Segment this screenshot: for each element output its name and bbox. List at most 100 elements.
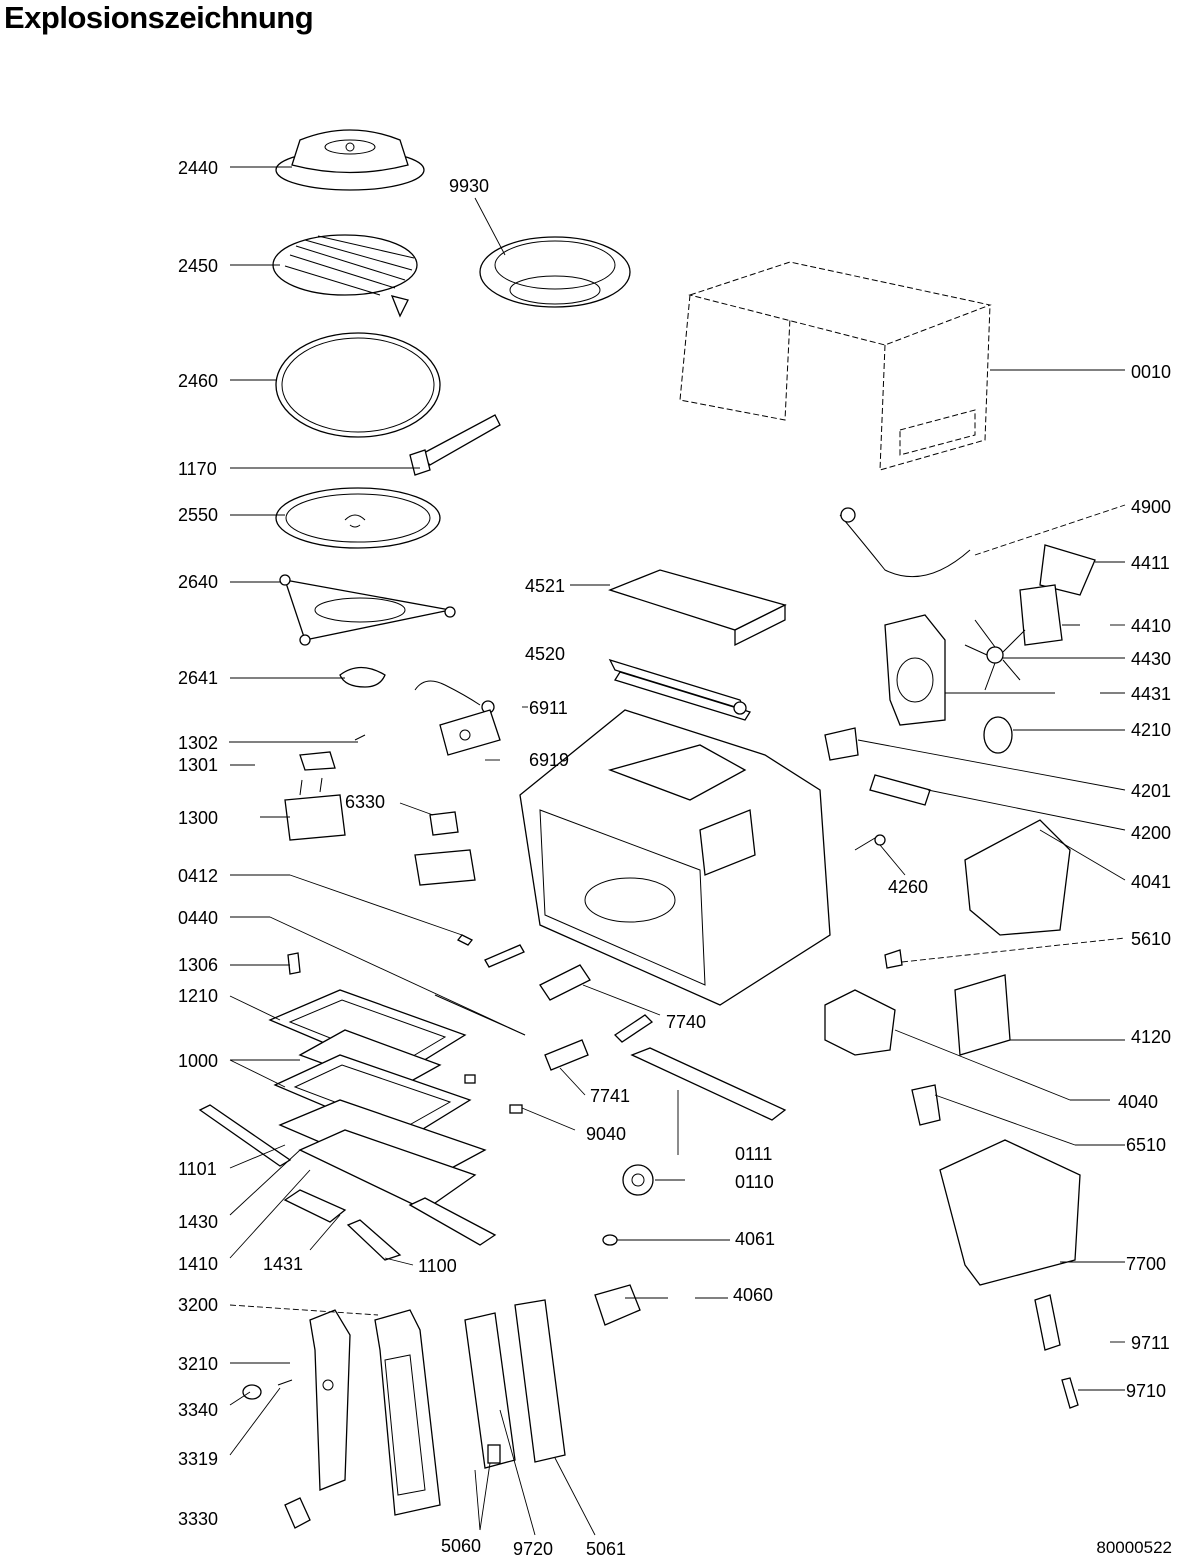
- label-9040: 9040: [586, 1124, 626, 1144]
- label-1210: 1210: [178, 986, 218, 1006]
- label-4411: 4411: [1131, 553, 1170, 573]
- label-0111: 0111: [735, 1144, 772, 1164]
- part-2641-coupler: [339, 666, 386, 688]
- part-9720-pcb: [464, 1312, 516, 1469]
- part-5061-pcb: [514, 1299, 566, 1463]
- part-1430-door-outer: [278, 1099, 487, 1211]
- part-4410-motor: [1019, 584, 1063, 646]
- label-4061: 4061: [735, 1229, 775, 1249]
- part-4040-magnetron: [824, 989, 896, 1056]
- label-0440: 0440: [178, 908, 218, 928]
- part-7740-shield: [539, 964, 654, 1043]
- label-6510: 6510: [1126, 1135, 1166, 1155]
- label-0010: 0010: [1131, 362, 1171, 382]
- label-5610: 5610: [1131, 929, 1171, 949]
- part-1306-hook: [287, 952, 301, 975]
- label-0110: 0110: [735, 1172, 774, 1192]
- label-2450: 2450: [178, 256, 218, 276]
- part-4201-clip: [824, 727, 859, 761]
- part-6911-cable: [414, 680, 495, 714]
- label-7700: 7700: [1126, 1254, 1166, 1274]
- label-4041: 4041: [1131, 872, 1171, 892]
- part-6919-bracket: [439, 709, 501, 756]
- part-1170-handle: [409, 414, 501, 476]
- label-6919: 6919: [529, 750, 569, 770]
- label-4900: 4900: [1131, 497, 1171, 517]
- label-1306: 1306: [178, 955, 218, 975]
- label-1101: 1101: [178, 1159, 217, 1179]
- label-6911: 6911: [529, 698, 568, 718]
- part-3319-screw: [277, 1379, 293, 1386]
- label-1410: 1410: [178, 1254, 218, 1274]
- part-1101-strip: [198, 1104, 292, 1167]
- label-1000: 1000: [178, 1051, 218, 1071]
- part-3200-front-panel: [374, 1309, 441, 1516]
- label-3210: 3210: [178, 1354, 218, 1374]
- part-0412-rod: [456, 934, 525, 968]
- part-2450-grill-rack: [272, 234, 418, 318]
- part-4431-duct: [884, 614, 946, 726]
- part-cavity: [519, 709, 831, 1006]
- part-2440-cover: [275, 129, 425, 191]
- part-2460-ring: [275, 332, 441, 438]
- page-title: Explosionszeichnung: [4, 0, 314, 35]
- leader-lines: [229, 166, 1126, 1536]
- label-6330: 6330: [345, 792, 385, 812]
- label-2640: 2640: [178, 572, 218, 592]
- label-1100: 1100: [418, 1256, 457, 1276]
- label-1430: 1430: [178, 1212, 218, 1232]
- part-4120-transformer: [954, 974, 1011, 1056]
- label-9720: 9720: [513, 1539, 553, 1559]
- part-1301-switch: [299, 751, 336, 771]
- label-9711: 9711: [1131, 1333, 1170, 1353]
- part-1300-switch-holder: [284, 777, 346, 841]
- label-4201: 4201: [1131, 781, 1171, 801]
- part-4210-capacitor: [983, 716, 1013, 754]
- label-2641: 2641: [178, 668, 218, 688]
- label-1300: 1300: [178, 808, 218, 828]
- document-number: 80000522: [1096, 1538, 1172, 1557]
- part-3210-panel: [309, 1309, 351, 1491]
- part-4520-quartz-heater: [608, 658, 751, 721]
- part-9710-fuse: [1061, 1377, 1079, 1409]
- label-3330: 3330: [178, 1509, 218, 1529]
- label-1431: 1431: [263, 1254, 303, 1274]
- part-4200-capacitor: [869, 774, 931, 806]
- label-1170: 1170: [178, 459, 217, 479]
- part-4411-bracket: [1039, 544, 1096, 596]
- part-9711-holder: [1034, 1294, 1061, 1351]
- part-6510-lamp: [911, 1084, 941, 1126]
- label-4410: 4410: [1131, 616, 1171, 636]
- part-3330-switch: [284, 1497, 311, 1529]
- part-6330-switch: [414, 811, 476, 886]
- label-4430: 4430: [1131, 649, 1171, 669]
- label-4040: 4040: [1118, 1092, 1158, 1112]
- part-5060-connector: [487, 1444, 501, 1464]
- label-5060: 5060: [441, 1536, 481, 1556]
- label-3319: 3319: [178, 1449, 218, 1469]
- label-2550: 2550: [178, 505, 218, 525]
- part-1100-trim: [346, 1219, 402, 1261]
- part-5610-clip: [884, 949, 903, 969]
- part-4060-motor: [594, 1284, 641, 1326]
- part-4260-diode: [854, 834, 886, 851]
- part-4900-cable: [839, 507, 971, 578]
- part-7700-base: [939, 1139, 1081, 1286]
- part-1302-spring: [354, 734, 366, 741]
- label-4521: 4521: [525, 576, 565, 596]
- part-2550-glass-plate: [275, 487, 441, 549]
- label-3200: 3200: [178, 1295, 218, 1315]
- label-7740: 7740: [666, 1012, 706, 1032]
- label-2440: 2440: [178, 158, 218, 178]
- label-1301: 1301: [178, 755, 218, 775]
- label-4431: 4431: [1131, 684, 1171, 704]
- part-4521-cover: [608, 569, 787, 647]
- label-9710: 9710: [1126, 1381, 1166, 1401]
- part-1431-strip: [283, 1189, 497, 1246]
- part-0110-motor: [622, 1164, 654, 1196]
- label-1302: 1302: [178, 733, 218, 753]
- part-4061-washer: [602, 1234, 618, 1246]
- label-0412: 0412: [178, 866, 218, 886]
- label-4520: 4520: [525, 644, 565, 664]
